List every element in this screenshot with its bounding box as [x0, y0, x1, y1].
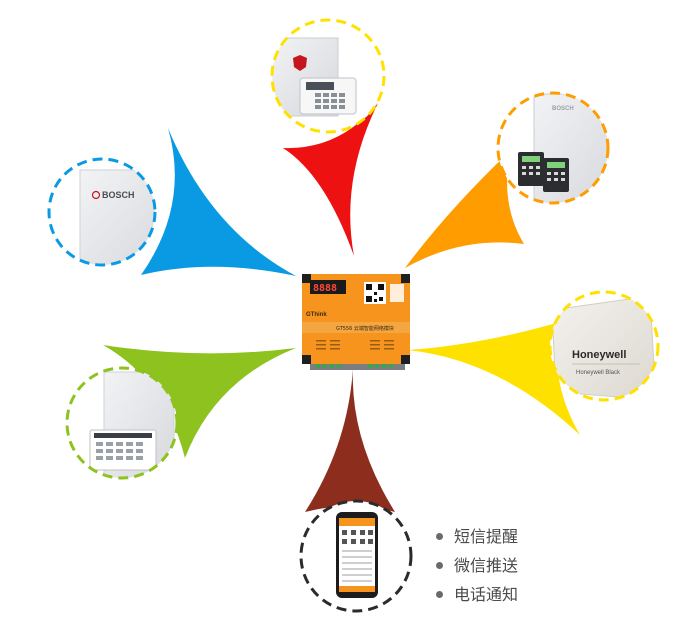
red-arrow — [283, 103, 378, 256]
bosch-left-logo: BOSCH — [102, 190, 135, 200]
bottom-left-panel-node — [65, 366, 179, 480]
central-hub-device: 8888 GThink GT556 云端智能网络模块 — [302, 274, 410, 370]
left-bosch-node: BOSCH — [47, 157, 157, 267]
green-arrow — [103, 345, 296, 458]
notification-feature-list: 短信提醒 微信推送 电话通知 — [436, 522, 518, 609]
hub-display: 8888 — [313, 283, 337, 294]
hub-model-label: GT556 云端智能网络模块 — [336, 325, 394, 332]
hub-brand: GThink — [306, 312, 327, 318]
honeywell-logo: Honeywell — [572, 349, 626, 361]
brand-shield-icon — [293, 55, 307, 71]
top-alarm-panel-node — [270, 18, 386, 134]
feature-wechat: 微信推送 — [436, 551, 518, 580]
bottom-smartphone-node — [299, 499, 413, 613]
right-honeywell-node: Honeywell Honeywell Black — [548, 290, 660, 402]
yellow-arrow — [408, 322, 580, 435]
brown-arrow — [305, 368, 395, 512]
bosch-logo-icon — [91, 190, 101, 200]
orange-arrow — [405, 151, 524, 268]
bosch-top-right-logo: BOSCH — [552, 106, 574, 112]
top-right-bosch-node: BOSCH — [496, 91, 610, 205]
blue-arrow — [141, 128, 296, 276]
feature-sms: 短信提醒 — [436, 522, 518, 551]
honeywell-model: Honeywell Black — [576, 370, 621, 376]
feature-phone-call: 电话通知 — [436, 580, 518, 609]
